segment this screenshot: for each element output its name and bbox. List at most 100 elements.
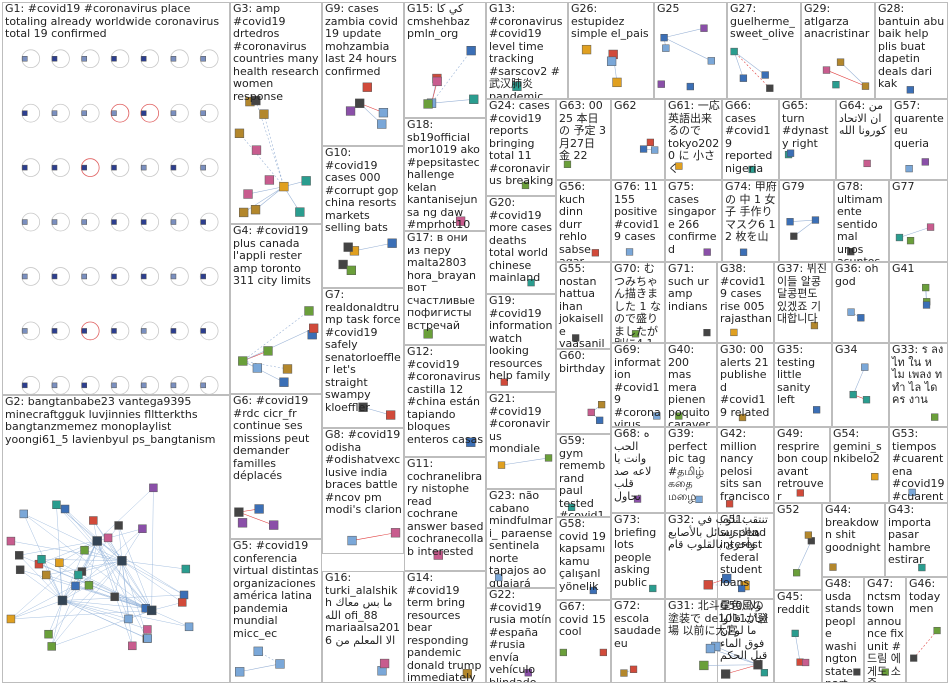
node-icon — [44, 629, 53, 639]
self-loop — [199, 267, 219, 286]
group-network — [922, 283, 931, 309]
edge — [62, 600, 190, 628]
node-icon — [432, 76, 442, 87]
node-icon — [74, 570, 83, 580]
group-network — [863, 159, 871, 168]
edge — [263, 114, 285, 187]
edge — [703, 664, 758, 666]
node-icon — [103, 533, 113, 543]
self-loop — [51, 212, 70, 232]
edge — [255, 100, 285, 187]
node-icon — [810, 321, 819, 330]
node-icon — [111, 219, 117, 225]
self-loop — [80, 49, 100, 69]
edge — [10, 560, 123, 620]
self-loop — [51, 49, 70, 69]
edge — [38, 540, 98, 565]
group-network — [760, 669, 769, 677]
group-g67: G67: covid 15 cool — [556, 600, 611, 683]
group-g65: G65: turn #dynasty right — [779, 99, 836, 180]
self-loop — [51, 376, 70, 394]
node-icon — [81, 328, 88, 334]
node-icon — [346, 265, 356, 275]
node-icon — [235, 667, 245, 677]
node-icon — [720, 669, 731, 679]
edge — [796, 540, 812, 573]
node-icon — [200, 219, 206, 225]
node-icon — [699, 660, 709, 671]
node-icon — [933, 626, 941, 635]
node-icon — [279, 181, 289, 192]
edge — [715, 646, 759, 666]
node-icon — [581, 44, 592, 55]
node-icon — [178, 598, 187, 607]
edge — [725, 664, 759, 675]
node-icon — [22, 164, 28, 171]
node-icon — [275, 659, 285, 669]
group-g20: G20: #covid19 more cases deaths total wo… — [486, 196, 556, 294]
node-icon — [918, 563, 926, 572]
node-icon — [81, 56, 88, 62]
node-icon — [871, 472, 879, 481]
group-network — [918, 563, 926, 572]
edge — [19, 555, 63, 601]
node-icon — [563, 160, 572, 168]
node-icon — [863, 159, 871, 168]
group-network — [625, 248, 634, 256]
node-icon — [802, 658, 810, 667]
group-g51: G51: suspend interest federal student lo… — [717, 513, 774, 599]
node-icon — [625, 248, 634, 256]
node-icon — [881, 668, 889, 676]
self-loop — [199, 158, 219, 177]
node-icon — [282, 364, 293, 374]
node-icon — [149, 483, 158, 493]
group-g70: G70: むつみちゃん描きました 1 なので盛りましたが 別に4 1 でな — [611, 262, 665, 343]
node-icon — [378, 108, 389, 118]
node-icon — [703, 580, 713, 590]
node-icon — [633, 495, 642, 503]
edge — [64, 508, 152, 611]
edge — [239, 133, 285, 187]
group-network — [512, 81, 522, 91]
node-icon — [760, 669, 769, 677]
node-icon — [793, 569, 801, 577]
group-g47: G47: nctsmtown announce fix unit #드림 에게도… — [864, 577, 906, 683]
node-icon — [355, 98, 365, 108]
edge — [351, 532, 396, 541]
group-g79: G79 — [779, 180, 834, 262]
group-g56: G56: kuch dinn durr rehlo sabse agar zin… — [556, 180, 611, 262]
edge — [56, 504, 63, 601]
node-icon — [251, 145, 262, 155]
group-g34: G34 — [832, 343, 889, 427]
self-loop — [21, 212, 41, 232]
node-icon — [251, 95, 261, 106]
group-network — [748, 165, 756, 174]
group-g33: G33: ร ลง ไท ใน ห ไม เพลง ท ทำ ไล ได คร … — [889, 343, 948, 427]
edge — [242, 310, 310, 362]
self-loop — [51, 158, 70, 177]
node-icon — [466, 437, 476, 447]
node-icon — [748, 165, 756, 174]
node-icon — [462, 669, 473, 679]
group-g7: G7: realdonaldtrump task force #covid19 … — [322, 288, 404, 428]
group-g76: G76: 11 155 positive #covid19 cases — [611, 180, 665, 262]
edge — [81, 560, 122, 572]
node-icon — [51, 164, 58, 171]
node-icon — [114, 521, 123, 530]
self-loop — [199, 321, 219, 341]
node-icon — [170, 273, 177, 280]
group-network — [796, 489, 804, 497]
group-network — [793, 531, 815, 577]
group-network — [433, 550, 443, 560]
self-loop — [140, 267, 160, 286]
node-icon — [423, 99, 433, 109]
node-icon — [906, 86, 914, 94]
group-network — [881, 668, 889, 676]
group-g60: G60: birthday — [556, 349, 611, 434]
edge — [56, 504, 123, 561]
node-icon — [686, 82, 694, 91]
group-g62: G62 — [611, 99, 665, 180]
node-icon — [81, 110, 88, 116]
node-icon — [51, 110, 58, 116]
node-icon — [170, 164, 177, 171]
